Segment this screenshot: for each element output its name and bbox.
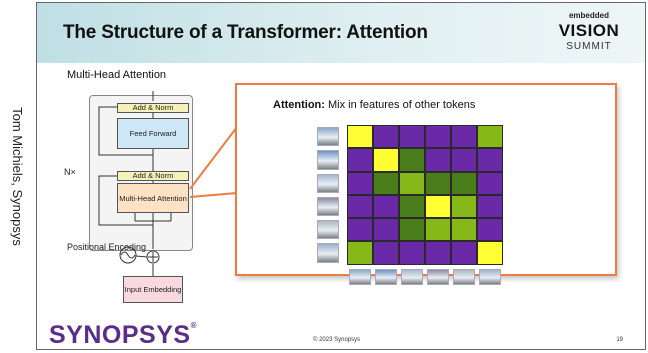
attention-cell-5-0 [347, 241, 373, 265]
attention-cell-0-1 [373, 125, 399, 149]
positional-encoding-label: Positional Encoding [67, 242, 147, 252]
embedded-vision-summit-logo: embedded VISION SUMMIT [553, 11, 625, 61]
token-thumbnails-horizontal [347, 267, 503, 287]
token-image-thumbnail [317, 150, 339, 170]
logo-line-middle: VISION [558, 21, 620, 40]
attention-cell-5-5 [477, 241, 503, 265]
attention-cell-2-3 [425, 171, 451, 195]
attention-cell-2-5 [477, 171, 503, 195]
add-operator-icon [146, 250, 160, 264]
attention-cell-4-2 [399, 218, 425, 242]
slide-header: The Structure of a Transformer: Attentio… [37, 3, 645, 63]
logo-line-top: embedded [568, 11, 609, 20]
attention-cell-1-1 [373, 148, 399, 172]
attention-cell-1-0 [347, 148, 373, 172]
layer-repeat-label: N× [64, 167, 76, 177]
attention-callout: Attention: Mix in features of other toke… [235, 83, 617, 285]
registered-mark: ® [190, 321, 197, 330]
attention-cell-1-5 [477, 148, 503, 172]
token-image-thumbnail [375, 269, 397, 285]
slide: The Structure of a Transformer: Attentio… [36, 2, 646, 350]
page-number: 19 [616, 337, 623, 343]
attention-cell-5-4 [451, 241, 477, 265]
add-norm-top-block: Add & Norm [117, 103, 189, 113]
attention-cell-1-3 [425, 148, 451, 172]
callout-title-rest: Mix in features of other tokens [324, 99, 476, 111]
token-thumbnails-vertical [315, 125, 341, 265]
attention-cell-2-0 [347, 171, 373, 195]
slide-title: The Structure of a Transformer: Attentio… [63, 22, 428, 43]
synopsys-logo: SYNOPSYS® [49, 321, 197, 349]
token-image-thumbnail [317, 196, 339, 217]
attention-cell-2-1 [373, 171, 399, 195]
attention-cell-5-1 [373, 241, 399, 265]
attention-cell-3-5 [477, 194, 503, 219]
attention-cell-0-5 [477, 125, 503, 149]
attention-cell-3-0 [347, 194, 373, 219]
token-image-thumbnail [317, 173, 339, 193]
attention-cell-4-0 [347, 218, 373, 242]
callout-connector-top [189, 126, 238, 190]
speaker-credit: Tom Michiels, Synopsys [0, 0, 34, 353]
attention-cell-1-2 [399, 148, 425, 172]
token-image-thumbnail [453, 269, 475, 285]
feed-forward-block: Feed Forward [117, 118, 189, 149]
attention-cell-3-3 [425, 194, 451, 219]
attention-cell-0-0 [347, 125, 373, 149]
token-image-thumbnail [317, 243, 339, 263]
speaker-credit-text: Tom Michiels, Synopsys [9, 107, 25, 246]
attention-cell-5-2 [399, 241, 425, 265]
attention-cell-3-1 [373, 194, 399, 219]
token-image-thumbnail [427, 269, 449, 285]
add-norm-bottom-block: Add & Norm [117, 171, 189, 181]
token-image-thumbnail [317, 220, 339, 240]
logo-line-bottom: SUMMIT [566, 41, 612, 52]
attention-cell-3-2 [399, 194, 425, 219]
attention-cell-0-3 [425, 125, 451, 149]
attention-cell-5-3 [425, 241, 451, 265]
attention-cell-2-2 [399, 171, 425, 195]
token-image-thumbnail [479, 269, 501, 285]
attention-cell-0-4 [451, 125, 477, 149]
attention-cell-4-5 [477, 218, 503, 242]
callout-connector-bottom [189, 192, 238, 198]
attention-cell-0-2 [399, 125, 425, 149]
callout-title: Attention: Mix in features of other toke… [273, 99, 475, 111]
multi-head-attention-block: Multi-Head Attention [117, 183, 189, 213]
attention-cell-4-4 [451, 218, 477, 242]
attention-matrix [347, 125, 503, 265]
attention-cell-4-1 [373, 218, 399, 242]
token-image-thumbnail [349, 269, 371, 285]
attention-cell-4-3 [425, 218, 451, 242]
diagram-heading: Multi-Head Attention [67, 69, 167, 81]
copyright-text: © 2023 Synopsys [313, 337, 361, 343]
attention-cell-1-4 [451, 148, 477, 172]
synopsys-logo-text: SYNOPSYS [49, 321, 191, 349]
attention-cell-3-4 [451, 194, 477, 219]
input-embedding-block: Input Embedding [123, 276, 183, 303]
token-image-thumbnail [317, 127, 339, 147]
callout-title-bold: Attention: [273, 99, 325, 111]
token-image-thumbnail [401, 269, 423, 285]
attention-cell-2-4 [451, 171, 477, 195]
